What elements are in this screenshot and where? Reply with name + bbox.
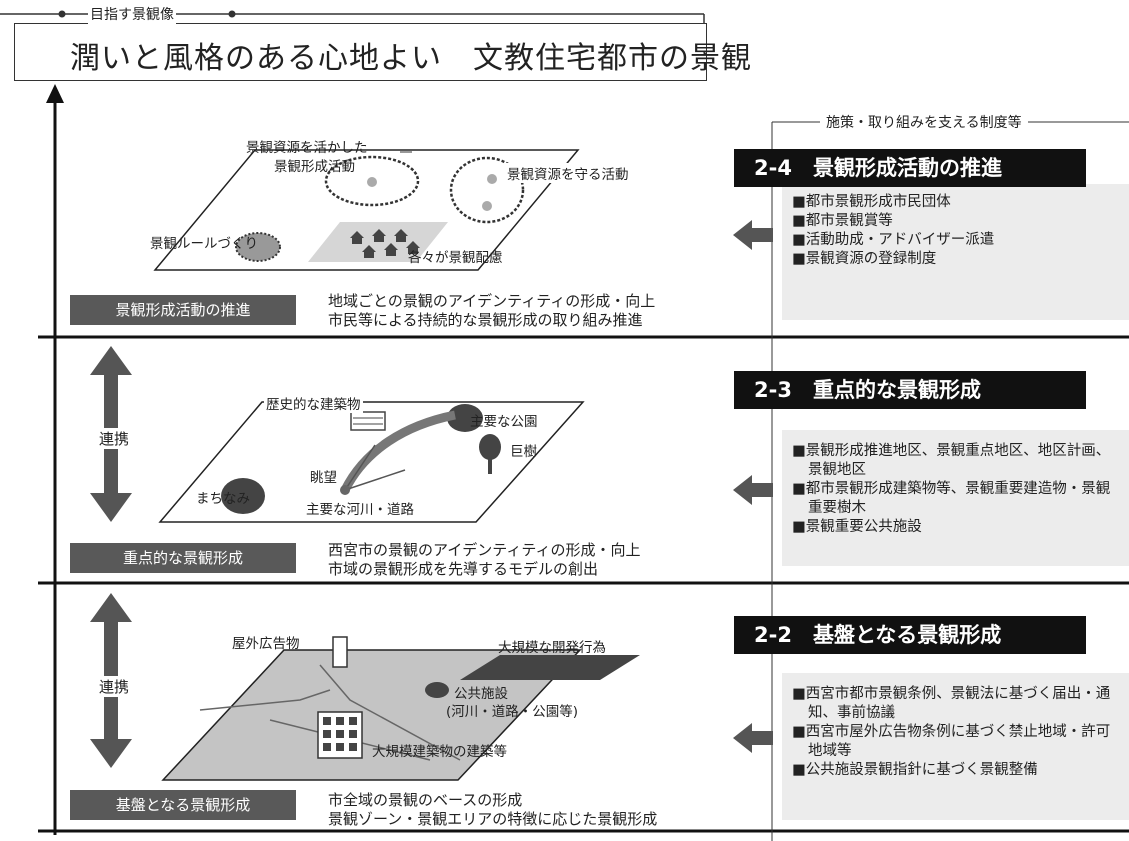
- label-large-development: 大規模な開発行為: [498, 640, 606, 656]
- resource-activity-ellipse: [324, 155, 420, 207]
- label-public-facility-sub: (河川・道路・公園等): [446, 704, 579, 720]
- label-townscape: まちなみ: [196, 491, 250, 507]
- label-main-park: 主要な公園: [470, 414, 538, 430]
- axis-arrowhead: [46, 84, 64, 103]
- label-river-road: 主要な河川・道路: [306, 502, 414, 518]
- rule-making-ellipse: [235, 232, 281, 262]
- panel-focus: [782, 430, 1129, 566]
- label-consideration: 各々が景観配慮: [408, 250, 503, 266]
- heading-activity: 2-4 景観形成活動の推進: [734, 149, 1086, 187]
- park-icon: [447, 404, 483, 432]
- label-big-tree: 巨樹: [510, 444, 537, 460]
- label-historic-building: 歴史的な建築物: [264, 393, 363, 413]
- panel-base: [782, 673, 1129, 820]
- plane-focus: [158, 401, 585, 523]
- link-label-2: 連携: [97, 676, 132, 697]
- heading-base: 2-2 基盤となる景観形成: [734, 616, 1086, 654]
- label-signboard: 屋外広告物: [232, 636, 300, 652]
- section-name-focus: 重点的な景観形成: [70, 543, 296, 573]
- link-label-1: 連携: [97, 428, 132, 449]
- label-large-building: 大規模建築物の建築等: [372, 744, 507, 760]
- heading-focus: 2-3 重点的な景観形成: [734, 371, 1086, 409]
- section-desc-activity: 地域ごとの景観のアイデンティティの形成・向上 市民等による持続的な景観形成の取り…: [328, 292, 656, 329]
- section-name-activity: 景観形成活動の推進: [70, 295, 296, 325]
- label-resource-activity-1: 景観資源を活かした: [246, 140, 368, 156]
- label-public-facility: 公共施設: [454, 686, 508, 702]
- list-item: ■西宮市屋外広告物条例に基づく禁止地域・許可地域等: [792, 724, 1111, 759]
- section-name-base: 基盤となる景観形成: [70, 790, 296, 820]
- section-desc-focus: 西宮市の景観のアイデンティティの形成・向上 市域の景観形成を先導するモデルの創出: [328, 541, 641, 578]
- goal-dot-left: [58, 10, 66, 18]
- arrow-left-2: [733, 475, 773, 505]
- list-item: ■活動助成・アドバイザー派遣: [792, 232, 995, 248]
- list-item: ■西宮市都市景観条例、景観法に基づく届出・通知、事前協議: [792, 686, 1111, 721]
- list-item: ■景観資源の登録制度: [792, 251, 937, 267]
- list-item: ■公共施設景観指針に基づく景観整備: [792, 762, 1038, 778]
- goal-dot-right: [228, 10, 236, 18]
- arrow-left-3: [733, 723, 773, 753]
- river-road-path: [340, 410, 456, 493]
- signboard-icon: [332, 636, 348, 668]
- items-focus: ■景観形成推進地区、景観重点地区、地区計画、景観地区 ■都市景観形成建築物等、景…: [792, 442, 1122, 537]
- house-icons: [350, 229, 420, 258]
- goal-label: 目指す景観像: [88, 4, 176, 24]
- list-item: ■都市景観形成建築物等、景観重要建造物・景観重要樹木: [792, 481, 1111, 516]
- arrow-left-1: [733, 220, 773, 250]
- large-building-icon: [317, 711, 363, 759]
- section-desc-base: 市全域の景観のベースの形成 景観ゾーン・景観エリアの特徴に応じた景観形成: [328, 791, 658, 828]
- list-item: ■都市景観賞等: [792, 213, 893, 229]
- dev-area: [460, 655, 640, 680]
- goal-box: [14, 23, 707, 81]
- label-resource-protect: 景観資源を守る活動: [505, 163, 631, 183]
- historic-building-icon: [350, 411, 386, 431]
- resource-protect-ellipse: [449, 156, 525, 224]
- plane-base: [161, 649, 582, 781]
- list-item: ■景観形成推進地区、景観重点地区、地区計画、景観地区: [792, 443, 1111, 478]
- support-label: 施策・取り組みを支える制度等: [820, 112, 1028, 132]
- label-view: 眺望: [310, 470, 337, 486]
- big-tree-icon: [479, 434, 501, 460]
- townscape-icon: [221, 478, 265, 514]
- list-item: ■景観重要公共施設: [792, 519, 922, 535]
- label-resource-activity-2: 景観形成活動: [274, 159, 355, 175]
- items-activity: ■都市景観形成市民団体 ■都市景観賞等 ■活動助成・アドバイザー派遣 ■景観資源…: [792, 193, 1122, 269]
- goal-title: 潤いと風格のある心地よい 文教住宅都市の景観: [70, 41, 752, 76]
- panel-activity: [782, 184, 1129, 320]
- label-rule-making: 景観ルールづくり: [150, 236, 258, 252]
- public-facility-icon: [425, 682, 449, 698]
- items-base: ■西宮市都市景観条例、景観法に基づく届出・通知、事前協議 ■西宮市屋外広告物条例…: [792, 685, 1122, 780]
- list-item: ■都市景観形成市民団体: [792, 194, 951, 210]
- plane-activity: [153, 149, 580, 271]
